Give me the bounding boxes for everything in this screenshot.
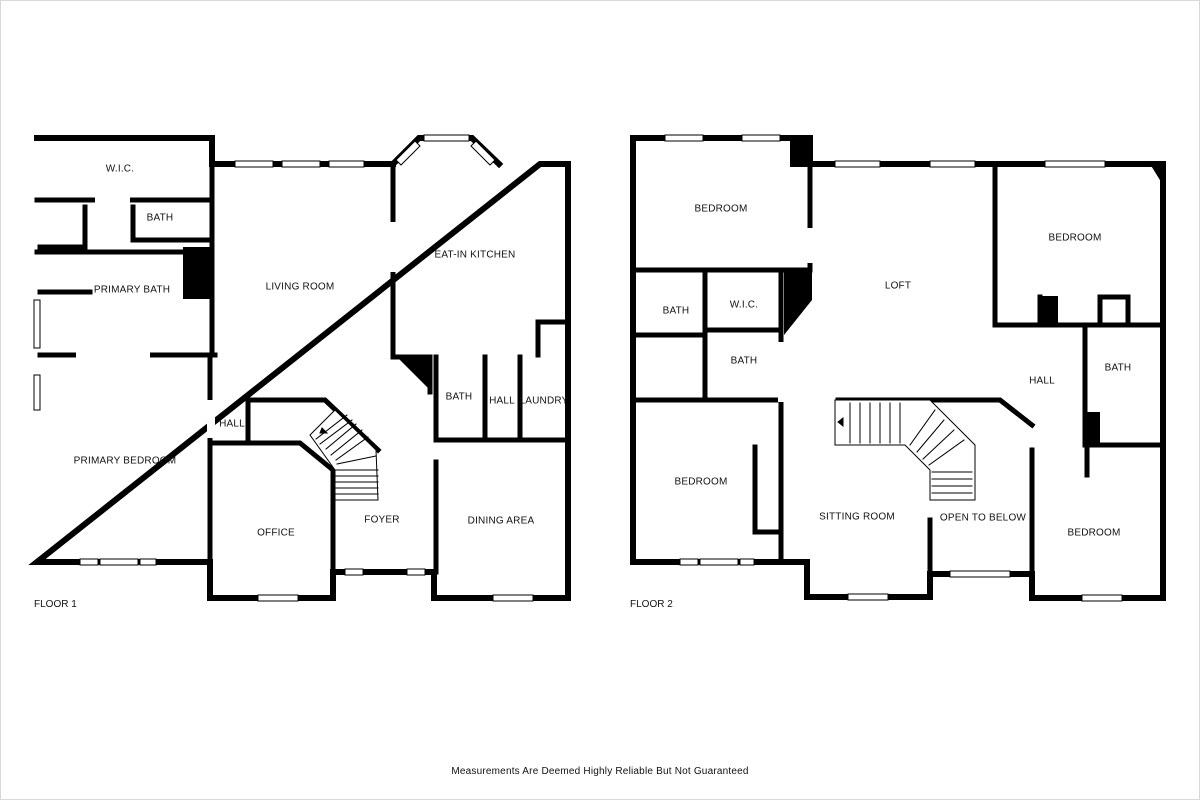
room-label-bedroom-sw: BEDROOM — [674, 477, 727, 488]
room-label-open-to-below: OPEN TO BELOW — [940, 513, 1027, 524]
room-label-foyer: FOYER — [364, 515, 399, 526]
room-label-bath-mid: BATH — [446, 392, 473, 403]
floor-1-plan — [28, 134, 571, 602]
room-label-dining-area: DINING AREA — [468, 516, 535, 527]
floor-2-label: FLOOR 2 — [630, 599, 673, 610]
room-label-wic: W.I.C. — [106, 164, 134, 175]
room-label-bedroom-se: BEDROOM — [1067, 528, 1120, 539]
disclaimer-footer: Measurements Are Deemed Highly Reliable … — [451, 766, 749, 777]
floor-1-labels: W.I.C. BATH PRIMARY BATH LIVING ROOM EAT… — [74, 164, 569, 539]
room-label-hall: HALL — [1029, 376, 1055, 387]
room-label-living-room: LIVING ROOM — [266, 282, 335, 293]
room-label-bedroom-nw: BEDROOM — [694, 204, 747, 215]
room-label-wic: W.I.C. — [730, 300, 758, 311]
room-label-laundry: LAUNDRY — [519, 396, 568, 407]
room-label-bath: BATH — [147, 213, 174, 224]
floor-1-windows — [33, 134, 534, 602]
room-label-bath-left: BATH — [663, 306, 690, 317]
room-label-office: OFFICE — [257, 528, 295, 539]
room-label-primary-bath: PRIMARY BATH — [94, 285, 170, 296]
room-label-primary-bedroom: PRIMARY BEDROOM — [74, 456, 177, 467]
room-label-sitting-room: SITTING ROOM — [819, 512, 895, 523]
floor-2-windows — [664, 134, 1123, 602]
room-label-loft: LOFT — [885, 281, 911, 292]
room-label-bedroom-ne: BEDROOM — [1048, 233, 1101, 244]
room-label-hall-mid: HALL — [489, 396, 515, 407]
floor-2-stairs — [834, 399, 976, 501]
room-label-hall: HALL — [219, 419, 245, 430]
floor-2-interior-walls — [633, 161, 1163, 577]
room-label-bath-center: BATH — [731, 356, 758, 367]
floor-2-plan — [630, 134, 1166, 602]
room-label-bath-right: BATH — [1105, 363, 1132, 374]
floor-1-exterior-walls — [28, 135, 571, 601]
floor-1-stairs — [309, 409, 379, 501]
floor-2-labels: BEDROOM LOFT BEDROOM BATH W.I.C. BATH HA… — [663, 204, 1132, 539]
floor-1-label: FLOOR 1 — [34, 599, 77, 610]
room-label-eat-in-kitchen: EAT-IN KITCHEN — [435, 250, 516, 261]
